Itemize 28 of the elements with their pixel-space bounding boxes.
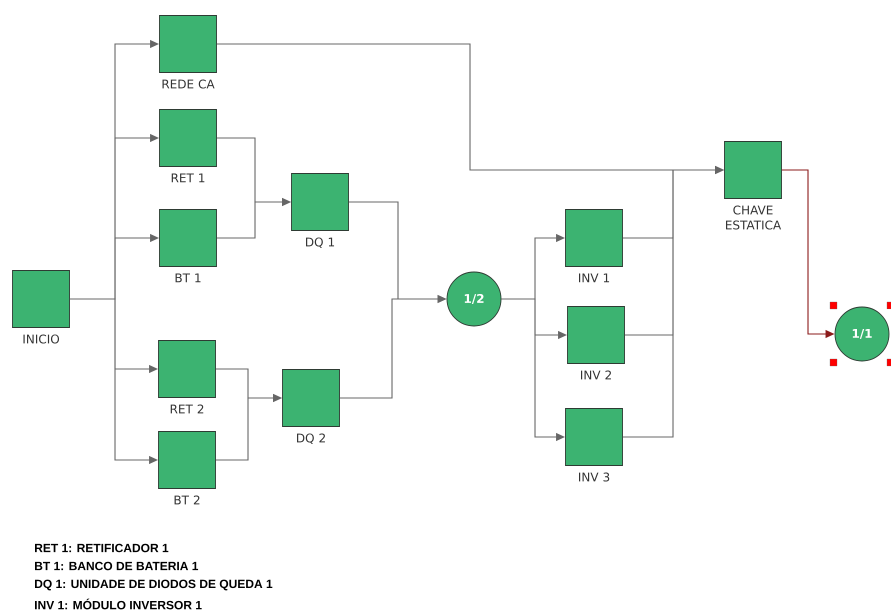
legend-text: BT 1: BANCO DE BATERIA 1 bbox=[35, 562, 198, 570]
process-box: DQ 2 bbox=[282, 369, 340, 444]
legend-text: INV 1: MÓDULO INVERSOR 1 bbox=[35, 598, 202, 610]
process-box: INV 1 bbox=[565, 209, 623, 282]
process-box: REDE CA bbox=[159, 15, 217, 89]
node-label: INV 2 bbox=[581, 370, 611, 380]
node-label: DQ 2 bbox=[297, 433, 325, 444]
process-box: BT 2 bbox=[158, 431, 216, 504]
legend-text: RET 1: RETIFICADOR 1 bbox=[35, 544, 168, 552]
node-label: REDE CA bbox=[162, 79, 215, 89]
process-box: DQ 1 bbox=[291, 173, 349, 248]
process-box: RET 1 bbox=[159, 109, 217, 182]
node-label: RET 1 bbox=[172, 173, 204, 182]
process-box: INV 3 bbox=[565, 408, 623, 482]
node-label: CHAVE ESTATICA bbox=[726, 205, 782, 230]
node-label: BT 2 bbox=[174, 495, 200, 504]
process-box: RET 2 bbox=[158, 340, 216, 414]
legend-text: DQ 1: UNIDADE DE DIODOS DE QUEDA 1 bbox=[35, 580, 272, 590]
process-box: CHAVE ESTATICA bbox=[724, 141, 782, 230]
process-box: BT 1 bbox=[159, 209, 217, 282]
process-box: INICIO bbox=[12, 270, 70, 344]
process-box: INV 2 bbox=[567, 306, 625, 380]
node-label: BT 1 bbox=[176, 273, 200, 282]
node-label: RET 2 bbox=[170, 404, 204, 414]
node-label: DQ 1 bbox=[306, 237, 334, 248]
node-label: INICIO bbox=[23, 334, 60, 344]
node-label: INV 1 bbox=[579, 273, 610, 282]
node-label: INV 3 bbox=[579, 472, 610, 482]
